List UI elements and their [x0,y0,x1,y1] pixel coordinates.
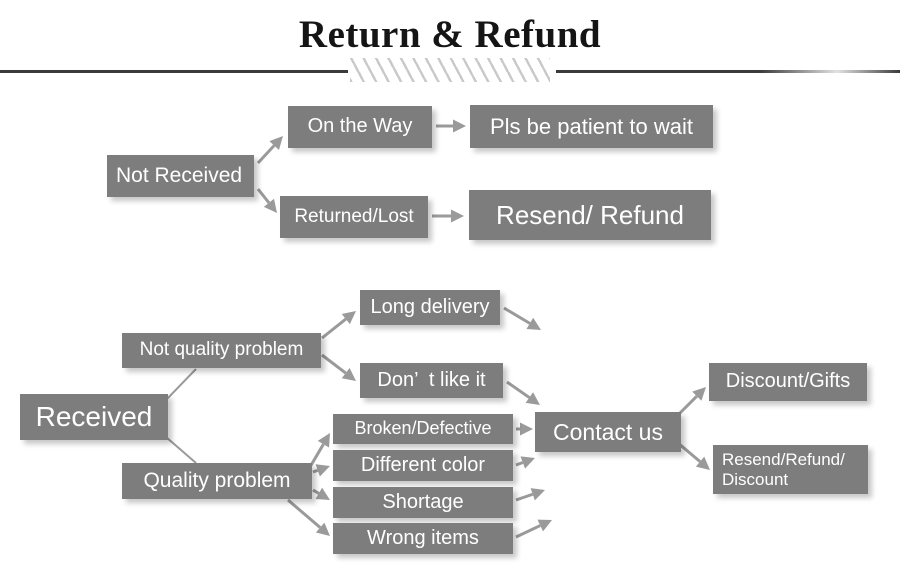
page-title: Return & Refund [298,13,602,56]
connector-received-to-quality-problem [165,436,197,464]
divider-line-right [556,70,900,73]
connector-not-received-to-returned-lost [256,188,277,213]
connector-on-the-way-to-pls-be-patient [436,119,466,133]
flow-node-quality-problem: Quality problem [122,463,312,499]
flow-node-shortage: Shortage [333,487,513,518]
flow-node-different-color: Different color [333,450,513,481]
connector-quality-to-shortage [312,487,330,500]
flow-node-long-delivery: Long delivery [360,290,500,325]
connector-contact-us-to-discount-gifts [676,387,706,417]
connector-quality-to-different-color [312,464,330,477]
connector-not-received-to-on-the-way [256,136,283,165]
flow-node-dont-like-it: Don’ t like it [360,363,503,398]
arrowhead [263,198,277,213]
flow-node-not-received: Not Received [107,155,254,197]
divider-hatch-ornament [350,58,550,82]
arrowhead [692,387,706,401]
arrowhead [315,464,330,477]
page-header: Return & Refund [0,0,900,90]
flow-node-not-quality: Not quality problem [122,333,321,368]
arrowhead [317,433,330,448]
connector-quality-to-broken-defective [308,433,330,468]
divider-line-left [0,70,348,73]
flow-node-discount-gifts: Discount/Gifts [709,363,867,401]
connector-different-color-to-contact-us [515,456,535,469]
arrowhead [341,367,356,381]
divider-fade-overlay [760,66,900,78]
flow-node-contact-us: Contact us [535,412,681,452]
connector-shortage-to-contact-us [515,488,545,502]
connector-long-delivery-to-contact-us [503,306,541,330]
connector-not-quality-to-long-delivery [321,311,356,340]
arrowhead [525,392,540,405]
connector-received-to-not-quality [165,368,197,401]
flow-node-on-the-way: On the Way [288,106,432,148]
arrowhead [520,456,535,469]
connector-quality-to-wrong-items [287,498,330,536]
arrowhead [315,487,330,500]
arrowhead [537,519,552,532]
arrowhead [453,119,466,133]
flow-node-wrong-items: Wrong items [333,523,513,554]
connector-wrong-items-to-contact-us [515,519,552,539]
flow-node-returned-lost: Returned/Lost [280,196,428,238]
flow-node-resend-refund-discount: Resend/Refund/ Discount [713,445,868,494]
connector-not-quality-to-dont-like-it [321,353,356,381]
arrowhead [315,522,330,536]
flow-node-received: Received [20,394,168,440]
connector-returned-lost-to-resend-refund [432,209,464,223]
arrowhead [530,488,545,501]
arrowhead [526,317,541,330]
arrowhead [451,209,464,223]
connector-contact-us-to-resend-refund-discount [677,441,710,470]
flow-node-pls-be-patient: Pls be patient to wait [470,105,713,148]
arrowhead [341,311,356,325]
arrowhead [520,422,533,436]
connector-dont-like-it-to-contact-us [506,380,540,405]
flow-node-broken-defective: Broken/Defective [333,414,513,444]
arrowhead [269,136,283,150]
connector-broken-to-contact-us [516,422,533,436]
flow-node-resend-refund: Resend/ Refund [469,190,711,240]
arrowhead [695,456,710,470]
